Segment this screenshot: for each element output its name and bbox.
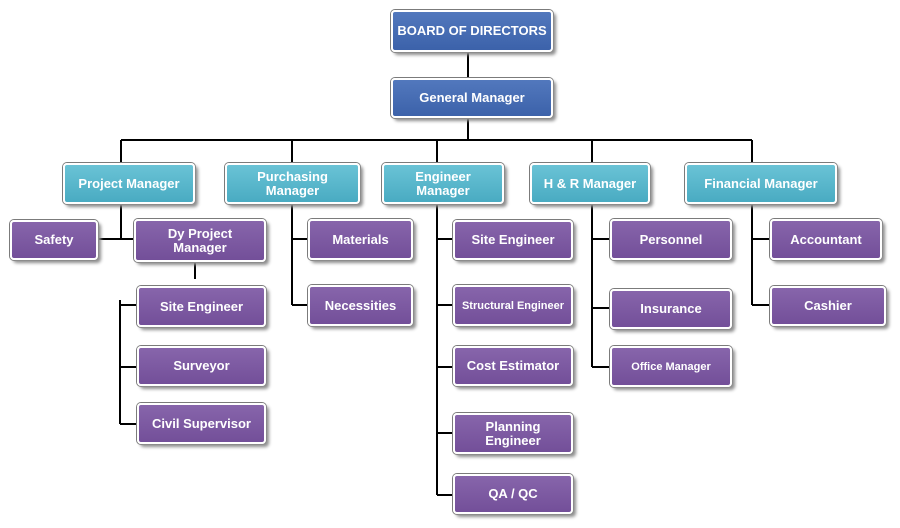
personnel-box: Personnel [610, 219, 732, 260]
necessities-box: Necessities [308, 285, 413, 326]
purchasing-manager-box: Purchasing Manager [225, 163, 360, 204]
site-engineer-box: Site Engineer [453, 220, 573, 260]
cashier-box: Cashier [770, 286, 886, 326]
dy-project-manager-box: Dy Project Manager [134, 219, 266, 262]
structural-engineer-box: Structural Engineer [453, 285, 573, 326]
hr-manager-box: H & R Manager [530, 163, 650, 204]
materials-box: Materials [308, 219, 413, 260]
safety-box: Safety [10, 220, 98, 260]
cost-estimator-box: Cost Estimator [453, 346, 573, 386]
engineer-manager-box: Engineer Manager [382, 163, 504, 204]
insurance-box: Insurance [610, 289, 732, 329]
office-manager-box: Office Manager [610, 346, 732, 387]
civil-supervisor-box: Civil Supervisor [137, 403, 266, 444]
qa-qc-box: QA / QC [453, 474, 573, 514]
project-manager-box: Project Manager [63, 163, 195, 204]
financial-manager-box: Financial Manager [685, 163, 837, 204]
planning-engineer-box: Planning Engineer [453, 413, 573, 454]
site-engineer-box: Site Engineer [137, 286, 266, 327]
accountant-box: Accountant [770, 219, 882, 260]
general-manager-box: General Manager [391, 78, 553, 118]
surveyor-box: Surveyor [137, 346, 266, 386]
board-of-directors-box: BOARD OF DIRECTORS [391, 10, 553, 52]
